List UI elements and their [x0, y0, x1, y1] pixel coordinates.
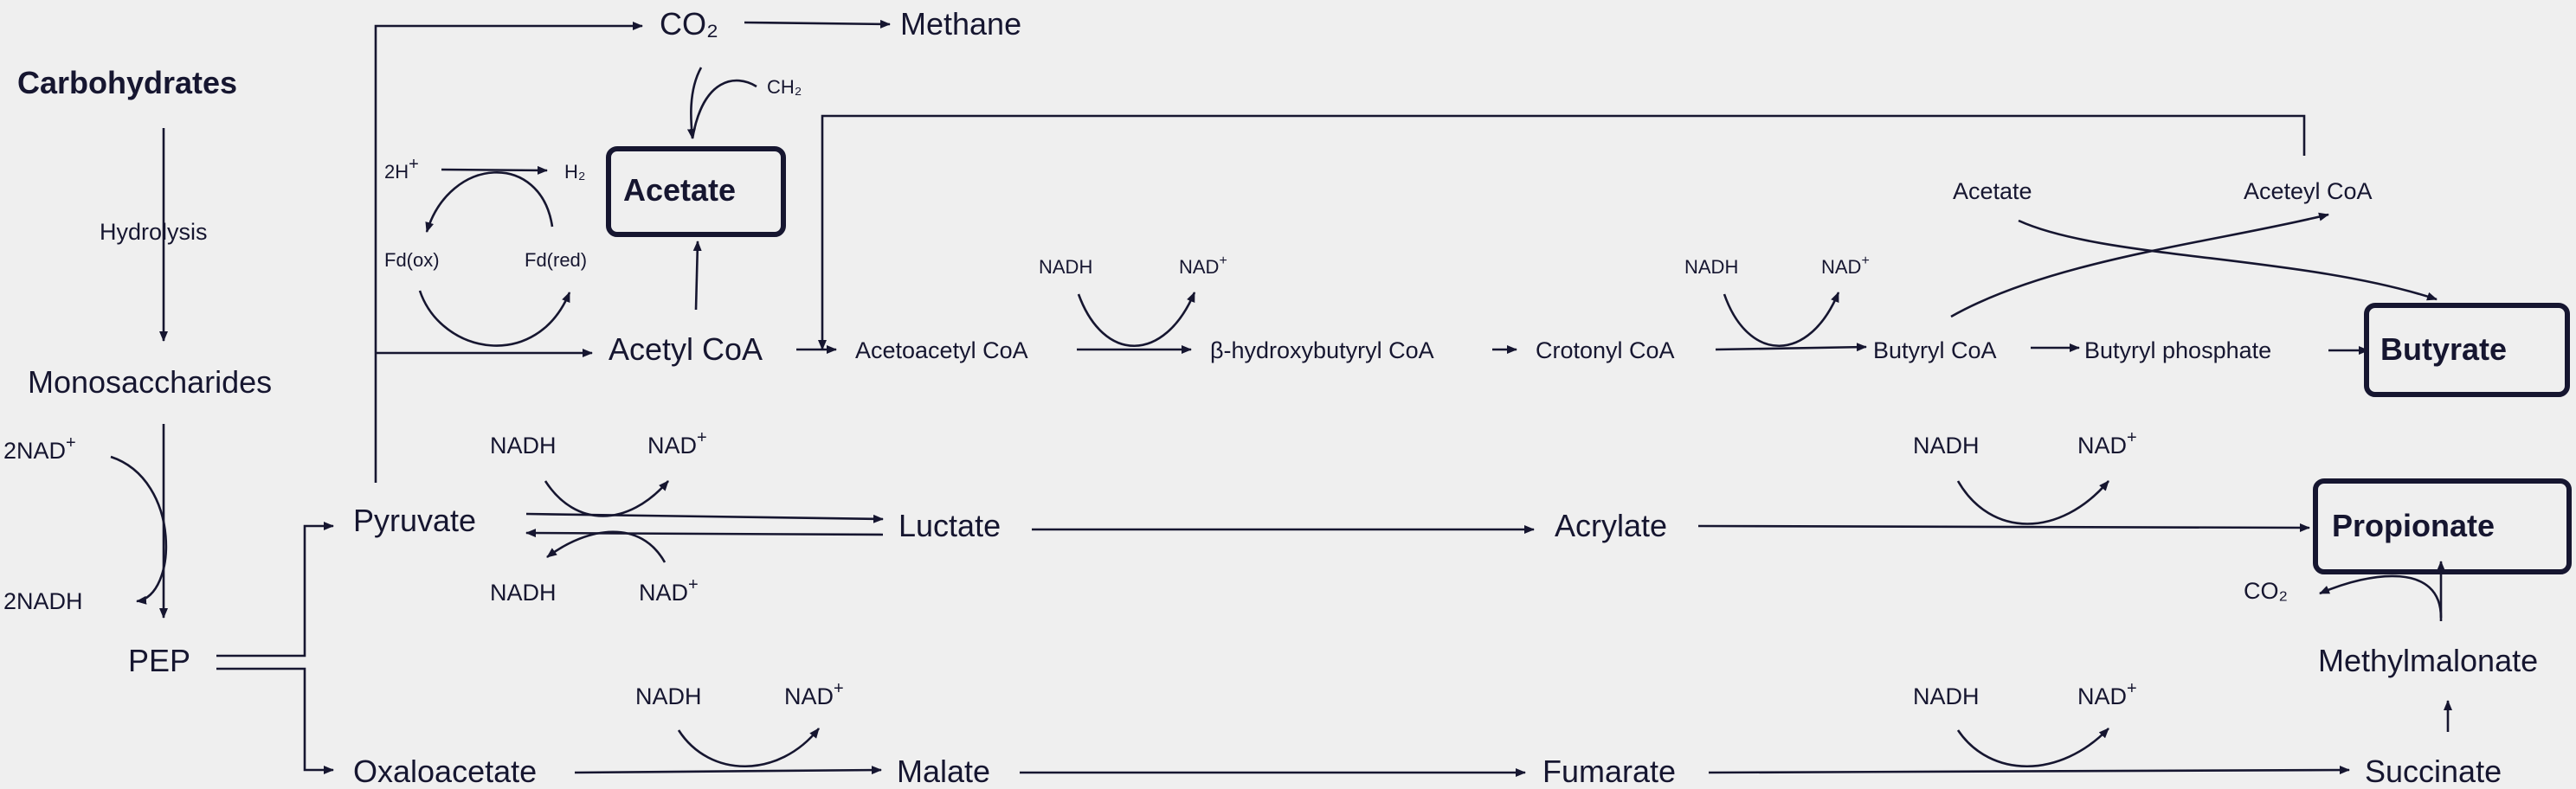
arrow-oxaloacetate-to-malate [574, 766, 882, 775]
acetate-box [606, 146, 786, 237]
label-pep: PEP [128, 643, 190, 678]
label-h2: H₂ [564, 161, 585, 183]
label-fd-red: Fd(red) [525, 249, 587, 271]
label-2nad-plus: 2NAD+ [3, 433, 76, 464]
label-nad-malate: NAD+ [784, 679, 844, 709]
label-co2-right: CO₂ [2244, 578, 2288, 604]
label-nadh-2: NADH [1684, 256, 1738, 278]
label-nad-acrylate: NAD+ [2077, 428, 2137, 459]
label-butyrate-box: Butyrate [2380, 331, 2507, 367]
label-hydroxybutyryl-coa: β-hydroxybutyryl CoA [1210, 337, 1434, 363]
arrow-butyryl-coa-to-aceteyl-coa [1950, 212, 2329, 318]
label-acetoacetyl-coa: Acetoacetyl CoA [855, 337, 1028, 363]
label-oxaloacetate: Oxaloacetate [353, 754, 537, 789]
label-nad-2: NAD+ [1821, 253, 1870, 278]
label-ch2: CH₂ [767, 76, 802, 98]
arrow-acetate-to-butyrate [2018, 219, 2438, 301]
label-malate: Malate [897, 754, 990, 789]
label-nadh-malate: NADH [635, 683, 702, 709]
arrow-nadh-to-nad-acrylate [1956, 480, 2109, 525]
label-crotonyl-coa: Crotonyl CoA [1536, 337, 1675, 363]
label-methane: Methane [900, 6, 1021, 42]
label-hydrolysis: Hydrolysis [100, 219, 208, 245]
arrow-pyruvate-to-luctate [525, 512, 884, 523]
label-butyryl-coa: Butyryl CoA [1873, 337, 1997, 363]
label-luctate: Luctate [898, 508, 1001, 543]
label-nadh-lactate-bottom: NADH [490, 580, 557, 606]
label-fd-ox: Fd(ox) [384, 249, 440, 271]
arrow-fdox-to-fdred [418, 290, 571, 347]
label-carbohydrates: Carbohydrates [17, 65, 237, 100]
arrow-acrylate-to-propionate [1697, 523, 2310, 532]
arrow-h2-side-to-fdox [425, 171, 554, 233]
label-co2-top: CO₂ [660, 6, 718, 42]
label-2h-plus: 2H+ [384, 155, 419, 183]
arrow-nadh-to-nad-lactate-top [544, 480, 669, 517]
label-acrylate: Acrylate [1555, 508, 1667, 543]
label-nad-1: NAD+ [1179, 253, 1227, 278]
arrow-ch2-join [691, 79, 757, 139]
arrow-luctate-to-pyruvate [525, 529, 884, 538]
arrow-nadh-to-nad-1 [1077, 292, 1196, 348]
propionate-box [2313, 478, 2572, 574]
arrow-nadh-to-nad-succinate [1956, 728, 2109, 768]
label-nadh-lactate-top: NADH [490, 433, 557, 459]
label-nadh-1: NADH [1039, 256, 1092, 278]
arrow-2nad-to-2nadh [110, 455, 168, 605]
label-acetate-box: Acetate [623, 172, 736, 208]
arrow-co2-to-acetate [686, 67, 703, 139]
arrow-acetyl-coa-to-acetate [692, 241, 702, 311]
arrow-methylmalonate-to-co2 [2319, 574, 2443, 619]
label-fumarate: Fumarate [1542, 754, 1676, 789]
arrow-fumarate-to-succinate [1708, 766, 2350, 775]
label-methylmalonate: Methylmalonate [2318, 643, 2538, 678]
arrow-pyruvate-to-co2 [374, 22, 643, 483]
label-nadh-succinate: NADH [1913, 683, 1980, 709]
label-pyruvate: Pyruvate [353, 503, 476, 538]
label-acetyl-coa: Acetyl CoA [609, 331, 763, 367]
label-nadh-acrylate: NADH [1913, 433, 1980, 459]
arrow-nadh-to-nad-malate [677, 728, 821, 767]
label-2nadh: 2NADH [3, 588, 83, 614]
arrow-aceteyl-coa-to-acetoacetyl [818, 114, 2306, 350]
label-butyryl-phosphate: Butyryl phosphate [2084, 337, 2271, 363]
label-monosaccharides: Monosaccharides [28, 364, 272, 400]
pathway-arrows [110, 19, 2452, 777]
butyrate-box [2364, 303, 2570, 397]
arrow-crotonyl-to-butyryl [1715, 343, 1867, 352]
label-propionate-box: Propionate [2332, 508, 2495, 543]
label-aceteyl-coa: Aceteyl CoA [2244, 178, 2373, 204]
arrow-nad-to-nadh-lactate-bottom [546, 530, 667, 563]
label-nad-lactate-top: NAD+ [647, 428, 707, 459]
label-nad-succinate: NAD+ [2077, 679, 2137, 709]
label-succinate: Succinate [2365, 754, 2502, 789]
pathway-labels: Carbohydrates Hydrolysis Monosaccharides… [3, 6, 2538, 789]
arrow-co2-to-methane [744, 19, 891, 29]
arrow-pep-to-pyruvate [216, 522, 334, 658]
arrow-nadh-to-nad-2 [1723, 292, 1840, 348]
arrow-pep-to-oxaloacetate [216, 667, 334, 774]
label-nad-lactate-bottom: NAD+ [639, 575, 699, 606]
label-acetate-small: Acetate [1953, 178, 2032, 204]
